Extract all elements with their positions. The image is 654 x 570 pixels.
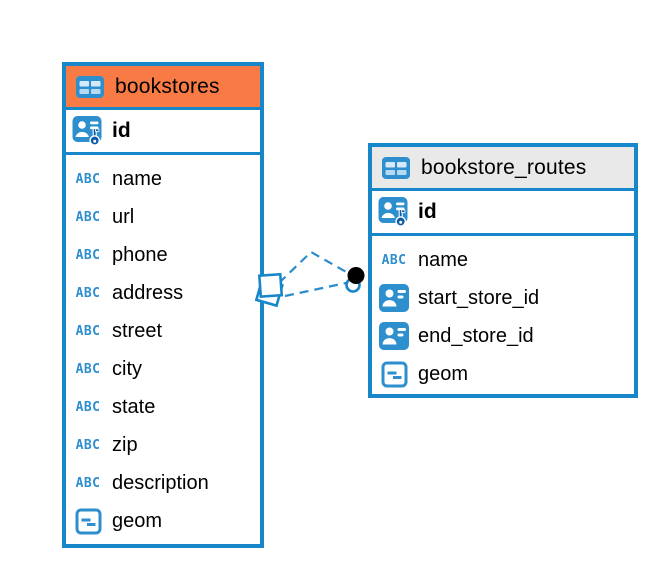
column-row[interactable]: geom [66,502,260,540]
table-title: bookstore_routes [421,155,587,179]
reference-type-icon [378,284,410,312]
geometry-type-icon [72,508,104,535]
column-label: city [112,357,142,380]
table-header-bookstores[interactable]: bookstores [66,66,260,110]
column-label: geom [418,362,469,385]
table-icon [380,156,412,180]
column-label: url [112,205,135,228]
primary-key-icon [72,115,104,147]
column-label: state [112,395,156,418]
primary-key-row[interactable]: id [66,110,260,155]
table-header-bookstore-routes[interactable]: bookstore_routes [372,147,634,191]
column-label: phone [112,243,168,266]
key-glyph [395,208,407,227]
one-end-marker[interactable] [345,267,365,293]
column-row[interactable]: ABC address [66,274,260,312]
column-label: street [112,319,163,342]
key-glyph [89,127,101,146]
column-row[interactable]: ABC city [66,350,260,388]
column-row[interactable]: ABC street [66,312,260,350]
column-label: zip [112,433,138,456]
text-type-icon: ABC [75,399,101,415]
text-type-icon: ABC [75,361,101,377]
column-row[interactable]: geom [372,355,634,393]
column-row[interactable]: ABC phone [66,236,260,274]
column-label: name [112,167,163,190]
column-row[interactable]: ABC state [66,388,260,426]
column-row[interactable]: ABC description [66,464,260,502]
table-node-bookstores[interactable]: bookstores id [62,62,264,548]
table-node-bookstore-routes[interactable]: bookstore_routes id [368,143,638,398]
column-label: start_store_id [418,286,540,309]
reference-type-icon [378,322,410,350]
primary-key-label: id [418,200,437,223]
column-label: description [112,471,209,494]
primary-key-label: id [112,119,131,142]
column-list: ABC name ABC url ABC phone ABC address A… [66,155,260,542]
text-type-icon: ABC [75,209,101,225]
primary-key-icon [378,196,410,228]
text-type-icon: ABC [75,437,101,453]
table-title: bookstores [115,74,220,98]
column-row[interactable]: ABC name [372,241,634,279]
column-list: ABC name start_store_id [372,236,634,395]
text-type-icon: ABC [381,252,407,268]
column-row[interactable]: ABC url [66,198,260,236]
geometry-type-icon [378,361,410,388]
column-label: name [418,248,469,271]
column-label: geom [112,509,163,532]
text-type-icon: ABC [75,171,101,187]
column-row[interactable]: end_store_id [372,317,634,355]
text-type-icon: ABC [75,247,101,263]
column-row[interactable]: ABC name [66,160,260,198]
text-type-icon: ABC [75,475,101,491]
column-label: end_store_id [418,324,534,347]
table-icon [74,75,106,99]
column-row[interactable]: ABC zip [66,426,260,464]
relationship-line-lower[interactable] [284,281,347,298]
column-row[interactable]: start_store_id [372,279,634,317]
text-type-icon: ABC [75,323,101,339]
text-type-icon: ABC [75,285,101,301]
column-label: address [112,281,184,304]
primary-key-row[interactable]: id [372,191,634,236]
relationship-line-upper[interactable] [278,250,349,284]
